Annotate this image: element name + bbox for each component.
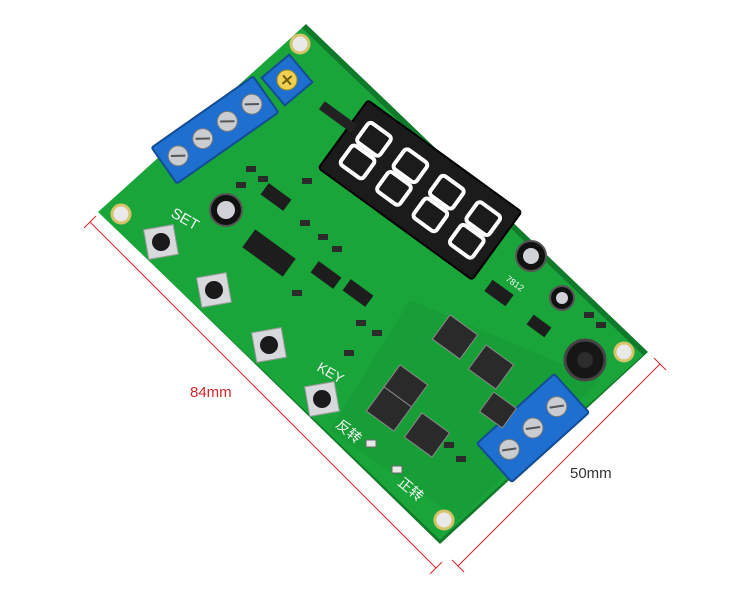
potentiometer bbox=[260, 53, 314, 107]
inductor bbox=[563, 338, 607, 382]
microcontroller-chip bbox=[242, 229, 296, 277]
driver-chips bbox=[260, 183, 552, 338]
button-key[interactable] bbox=[304, 381, 340, 417]
digit-2 bbox=[375, 147, 430, 207]
digit-4 bbox=[447, 200, 503, 260]
button-set[interactable] bbox=[143, 224, 179, 260]
dimension-width-line bbox=[451, 357, 667, 573]
digit-3 bbox=[411, 173, 466, 234]
capacitor-1 bbox=[209, 193, 243, 227]
dimension-length-line bbox=[83, 215, 443, 575]
pin-header bbox=[318, 101, 358, 133]
mosfet-array bbox=[365, 314, 518, 458]
length-label: 84mm bbox=[190, 384, 232, 401]
button-3[interactable] bbox=[251, 327, 287, 363]
copper-pour bbox=[330, 300, 600, 520]
capacitor-3 bbox=[549, 285, 575, 311]
digit-1 bbox=[338, 120, 393, 181]
width-label: 50mm bbox=[570, 465, 612, 482]
mounting-holes bbox=[110, 33, 635, 531]
smd-resistors bbox=[236, 166, 606, 462]
capacitor-2 bbox=[515, 240, 547, 272]
button-2[interactable] bbox=[196, 272, 232, 308]
seven-segment-display bbox=[318, 100, 522, 280]
terminal-block-input bbox=[151, 76, 279, 184]
leds bbox=[365, 439, 403, 474]
